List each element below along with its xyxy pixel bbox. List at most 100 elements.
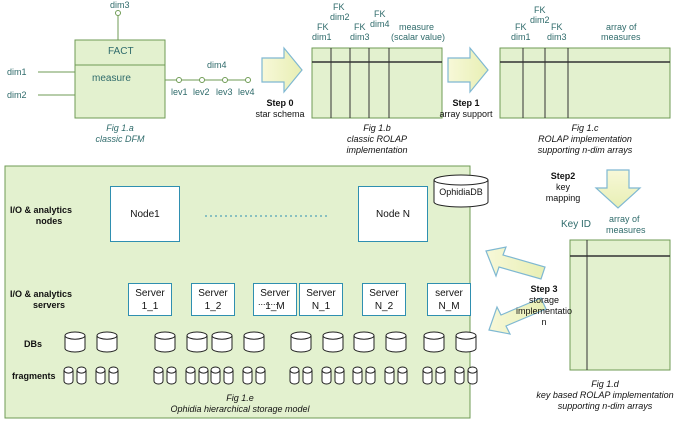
fig-c-dim1: dim1 bbox=[511, 32, 531, 42]
dim3-label: dim3 bbox=[110, 0, 130, 10]
fig-a-dfm bbox=[38, 10, 251, 119]
fig-d-caption-3: supporting n-dim arrays bbox=[557, 401, 653, 411]
dim2-label: dim2 bbox=[7, 90, 27, 100]
fragments-label: fragments bbox=[12, 371, 56, 381]
fragment-cylinder-icon bbox=[289, 366, 300, 385]
fact-title: FACT bbox=[108, 46, 134, 57]
fig-c-measures: measures bbox=[601, 32, 641, 42]
fig-c-caption-1: Fig 1.c bbox=[571, 123, 599, 133]
server-label-line2: 1_M bbox=[265, 301, 285, 312]
step3-desc-3: n bbox=[541, 317, 547, 327]
step2-desc-1: key bbox=[555, 182, 570, 192]
io-servers-label-1: I/O & analytics bbox=[10, 289, 73, 299]
fragment-cylinder-icon bbox=[198, 366, 209, 385]
step2-desc-2: mapping bbox=[545, 193, 581, 203]
fragment-cylinder-icon bbox=[384, 366, 395, 385]
db-cylinder-icon bbox=[353, 331, 375, 353]
step0-desc: star schema bbox=[255, 109, 305, 119]
lev3-node bbox=[222, 77, 228, 83]
server-label-line1: server bbox=[435, 288, 463, 299]
server-box[interactable]: Server 1_1 bbox=[128, 283, 172, 316]
db-cylinder-icon bbox=[243, 331, 265, 353]
db-cylinder-icon bbox=[385, 331, 407, 353]
ophidiadb-icon bbox=[433, 174, 489, 208]
db-cylinder-icon bbox=[96, 331, 118, 353]
db-cylinder-icon bbox=[186, 331, 208, 353]
lev2-node bbox=[199, 77, 205, 83]
step3-desc-2: implementatio bbox=[515, 306, 573, 316]
fig-c-caption-2: ROLAP implementation bbox=[538, 134, 632, 144]
fig-c-dim3: dim3 bbox=[547, 32, 567, 42]
fig-c-table bbox=[499, 47, 671, 119]
fig-b-caption-2: classic ROLAP bbox=[346, 134, 408, 144]
server-label-line1: Server bbox=[135, 288, 165, 299]
server-label-line1: Server bbox=[260, 288, 290, 299]
fig-d-array: array of bbox=[609, 214, 640, 224]
server-label-line2: N_2 bbox=[374, 301, 394, 312]
lev4-node bbox=[245, 77, 251, 83]
db-cylinder-icon bbox=[322, 331, 344, 353]
io-nodes-label-1: I/O & analytics bbox=[10, 205, 73, 215]
io-servers-label-2: servers bbox=[32, 300, 66, 310]
fig-d-caption-1: Fig 1.d bbox=[591, 379, 619, 389]
server-label-line2: 1_1 bbox=[141, 301, 159, 312]
server-label-line1: Server bbox=[306, 288, 336, 299]
step3-arrow-lower bbox=[488, 297, 547, 335]
fig-b-dim1: dim1 bbox=[312, 32, 332, 42]
fig-a-caption-1: Fig 1.a bbox=[106, 123, 134, 133]
dim4-label: dim4 bbox=[207, 60, 227, 70]
lev2-label: lev2 bbox=[193, 87, 210, 97]
fragment-cylinder-icon bbox=[435, 366, 446, 385]
measure-label: measure bbox=[92, 73, 131, 84]
node1-box[interactable]: Node1 bbox=[110, 186, 180, 242]
fragment-cylinder-icon bbox=[76, 366, 87, 385]
servers-ellipsis: ........ bbox=[258, 297, 279, 307]
fig-e-caption-2: Ophidia hierarchical storage model bbox=[170, 404, 310, 414]
fig-d-keyid: Key ID bbox=[561, 219, 592, 230]
step0-arrow bbox=[261, 46, 303, 94]
db-cylinder-icon bbox=[64, 331, 86, 353]
fig-e-caption-1: Fig 1.e bbox=[226, 393, 254, 403]
ophidiadb-label: OphidiaDB bbox=[439, 187, 483, 197]
fragment-cylinder-icon bbox=[397, 366, 408, 385]
fig-b-fk1: FK bbox=[317, 22, 329, 32]
nodeN-label: Node N bbox=[376, 209, 410, 220]
fragment-cylinder-icon bbox=[467, 366, 478, 385]
server-box[interactable]: Server 1_M bbox=[253, 283, 297, 316]
fig-b-fk-top: FK bbox=[333, 2, 345, 12]
fragment-cylinder-icon bbox=[242, 366, 253, 385]
nodeN-box[interactable]: Node N bbox=[358, 186, 428, 242]
fragment-cylinder-icon bbox=[365, 366, 376, 385]
db-cylinder-icon bbox=[211, 331, 233, 353]
fragment-cylinder-icon bbox=[108, 366, 119, 385]
step0-label: Step 0 bbox=[266, 98, 294, 108]
fig-b-dim4: dim4 bbox=[370, 19, 390, 29]
fragment-cylinder-icon bbox=[255, 366, 266, 385]
fig-c-caption-3: supporting n-dim arrays bbox=[537, 145, 633, 155]
fragment-cylinder-icon bbox=[352, 366, 363, 385]
server-label-line2: N_M bbox=[438, 301, 460, 312]
server-label-line2: N_1 bbox=[311, 301, 331, 312]
fig-b-measure: measure bbox=[399, 22, 435, 32]
fig-b-caption-1: Fig 1.b bbox=[363, 123, 391, 133]
fragment-cylinder-icon bbox=[223, 366, 234, 385]
db-cylinder-icon bbox=[154, 331, 176, 353]
lev1-node bbox=[176, 77, 182, 83]
fig-b-dim2: dim2 bbox=[330, 12, 350, 22]
fragment-cylinder-icon bbox=[454, 366, 465, 385]
step1-desc: array support bbox=[439, 109, 493, 119]
fig-c-fk-top: FK bbox=[534, 5, 546, 15]
fact-box bbox=[74, 39, 166, 119]
fig-b-dim3: dim3 bbox=[350, 32, 370, 42]
db-cylinder-icon bbox=[455, 331, 477, 353]
node1-label: Node1 bbox=[130, 209, 160, 220]
fig-c-array: array of bbox=[606, 22, 637, 32]
fig-d-measures: measures bbox=[606, 225, 646, 235]
fragment-cylinder-icon bbox=[166, 366, 177, 385]
